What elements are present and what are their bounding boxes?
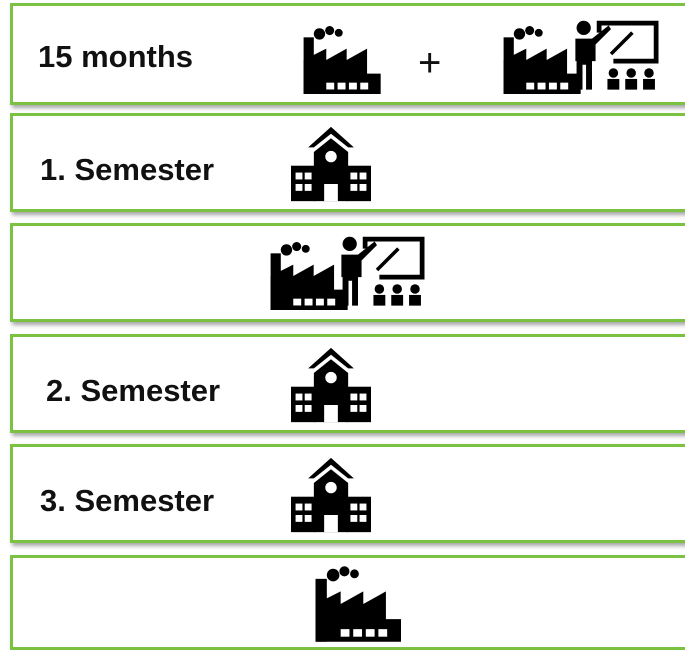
semester-label: 2. Semester [46,373,221,408]
row-semester-3: 3. Semester [10,444,685,543]
row-15-months: 15 months + [10,3,685,105]
duration-label: 15 months [38,39,194,74]
row-semester-2: 2. Semester [10,334,685,433]
factory-icon [501,26,581,94]
row-company [10,555,685,650]
school-icon [291,345,371,425]
row-semester-1: 1. Semester [10,113,685,212]
school-icon [291,455,371,535]
school-icon [291,124,371,204]
plus-sign: + [418,41,442,85]
semester-label: 1. Semester [40,152,215,187]
teacher-icon [573,18,668,90]
semester-label: 3. Semester [40,483,215,518]
factory-icon [268,242,348,310]
row-practice [10,223,685,322]
factory-icon [313,566,401,642]
teacher-icon [339,234,434,306]
factory-icon [301,26,381,94]
